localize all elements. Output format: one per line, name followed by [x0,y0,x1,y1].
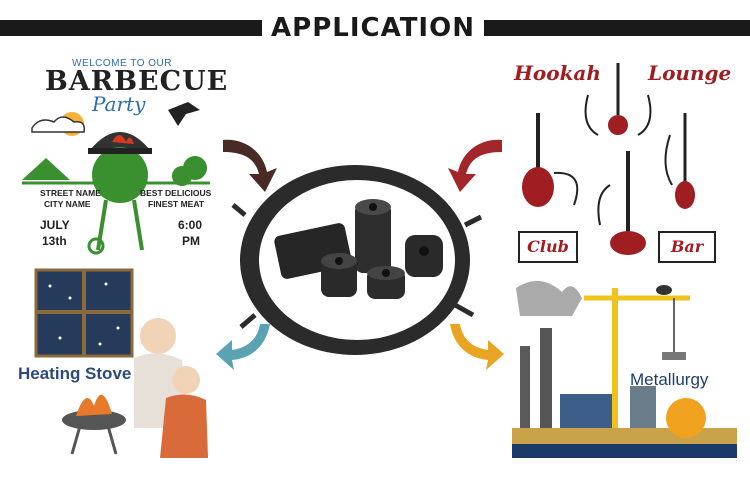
chimney-icon [520,346,530,428]
bbq-day: 13th [42,234,67,248]
tank-icon [666,398,706,438]
arrow-top-left [223,139,277,192]
charcoal-illustration [231,165,483,355]
heating-stove-label: Heating Stove [18,364,132,383]
grill-bowl [92,147,148,203]
bbq-welcome: WELCOME TO OUR [72,58,172,69]
barbecue-panel: WELCOME TO OUR BARBECUE Party STREET NAM… [10,50,227,260]
bbq-month: JULY [40,218,70,232]
bbq-finest: FINEST MEAT [148,199,205,209]
bird-icon [168,102,200,126]
child [172,366,200,394]
page-title: APPLICATION [271,13,475,43]
heating-illustration [34,268,208,458]
barbecue-illustration [22,102,210,255]
smoke [516,280,582,316]
header-bar: APPLICATION [0,14,750,42]
bbq-city: CITY NAME [44,199,91,209]
fire-icon [76,394,112,416]
bbq-best: BEST DELICIOUS [140,188,212,198]
briquette-tall [355,203,391,273]
header-rule-left [0,20,262,36]
header-rule-right [484,20,750,36]
bar-badge: Bar [658,231,716,263]
bbq-ampm: PM [182,234,200,248]
hookah-illustration [522,63,695,255]
factory-icon [560,394,616,428]
arrow-bottom-left [216,324,270,370]
bbq-street: STREET NAME [40,188,101,198]
tree-icon [22,158,70,180]
bbq-party: Party [92,92,146,116]
bbq-time: 6:00 [178,218,203,232]
hookah-panel: Hookah Lounge Club Bar [510,55,731,270]
metallurgy-illustration [512,280,737,458]
grandmother [140,318,176,354]
metallurgy-label: Metallurgy [630,370,709,389]
lounge-word: Lounge [648,61,732,85]
club-badge: Club [518,231,578,263]
drone-icon [656,285,672,295]
crane-icon [612,288,618,428]
hookah-word: Hookah [514,61,601,85]
bbq-title: BARBECUE [45,66,229,97]
arrow-bottom-right [450,324,504,370]
heating-panel: Heating Stove [10,268,215,483]
metallurgy-panel: Metallurgy [512,268,737,468]
arrow-top-right [448,139,502,192]
cloud-icon [31,116,86,133]
flame-icon [112,135,134,144]
